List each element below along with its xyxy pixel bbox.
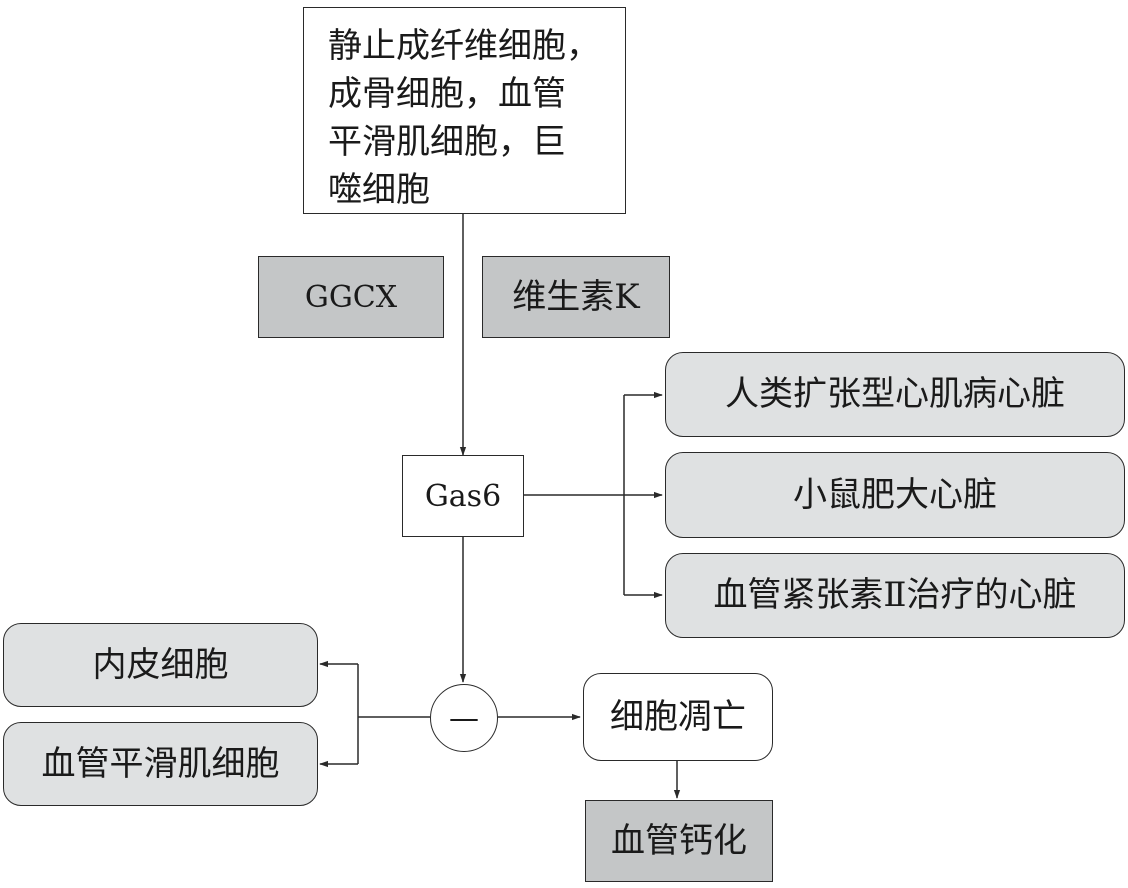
gas6-box: Gas6 [402,455,524,537]
target-angiotensin-heart: 血管紧张素Ⅱ治疗的心脏 [665,553,1125,638]
ggcx-box: GGCX [258,256,444,338]
target-dilated-cardiomyopathy: 人类扩张型心肌病心脏 [665,352,1125,437]
target-hypertrophic-mouse-heart: 小鼠肥大心脏 [665,452,1125,538]
source-line-2: 成骨细胞，血管 [328,74,566,114]
target-vascular-smooth-muscle: 血管平滑肌细胞 [3,722,318,806]
source-line-4: 噬细胞 [328,170,430,210]
source-line-1: 静止成纤维细胞， [328,26,600,66]
source-cells-box: 静止成纤维细胞， 成骨细胞，血管 平滑肌细胞，巨 噬细胞 [303,7,626,214]
vitamin-k-box: 维生素K [482,256,670,338]
target-endothelial-cells: 内皮细胞 [3,623,318,707]
inhibit-symbol: — [430,684,498,752]
source-line-3: 平滑肌细胞，巨 [328,122,566,162]
vascular-calcification-box: 血管钙化 [585,800,773,882]
apoptosis-box: 细胞凋亡 [583,673,773,761]
